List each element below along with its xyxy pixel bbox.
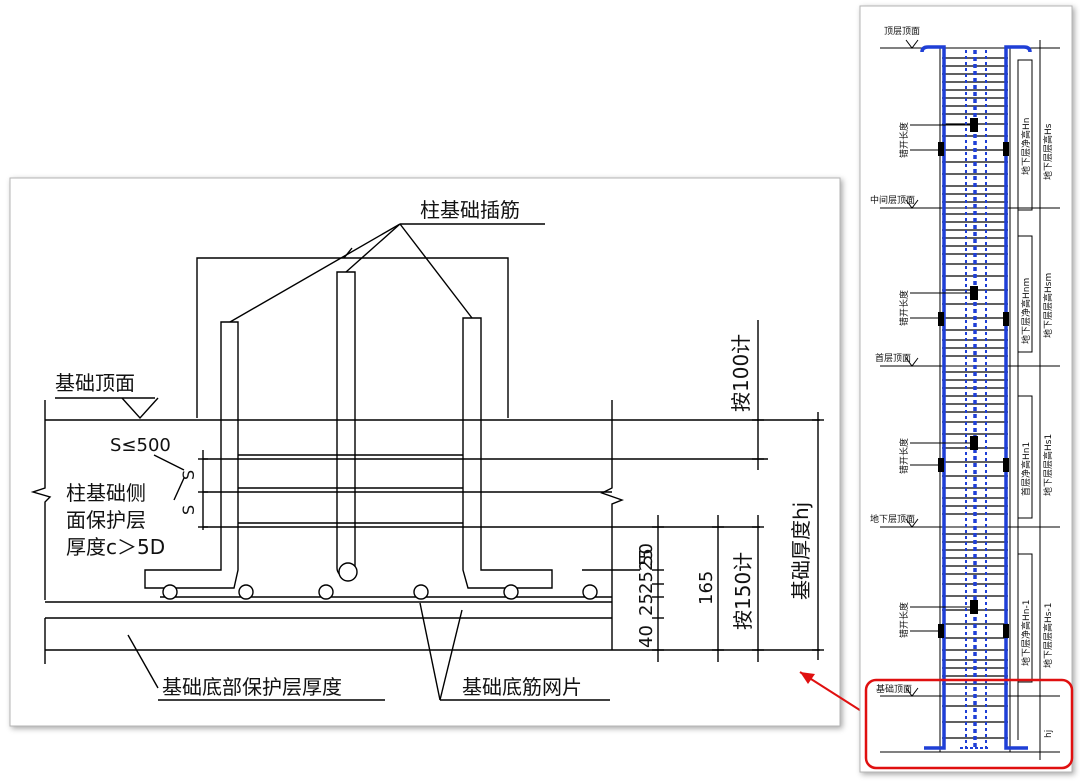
story-height-2: 地下层层高Hsm: [1042, 273, 1054, 338]
detail-frame: [9, 177, 841, 727]
by150-label: 按150计: [731, 552, 755, 630]
spacing-s1: S: [179, 470, 198, 480]
rebar-title: 柱基础插筋: [420, 198, 520, 222]
story-height-1: 地下层层高Hs: [1042, 123, 1054, 180]
base-top-label: 基础顶面: [55, 371, 135, 395]
by100-label: 按100计: [729, 334, 753, 412]
level-foundation: 基础顶面: [876, 683, 912, 695]
foundation-detail-panel: 柱基础插筋 基础顶面 S≤500 S S 柱基础侧 面保护层 厚度c＞5D 按1…: [9, 177, 841, 727]
level-middle: 中间层顶面: [870, 194, 915, 206]
bottom-mesh-label: 基础底筋网片: [462, 675, 582, 699]
hj-label: hj: [1044, 730, 1054, 738]
clear-height-1: 地下层净高Hn: [1020, 118, 1032, 175]
spacing-s2: S: [179, 505, 198, 515]
cover-side-line1: 柱基础侧: [66, 481, 146, 505]
dim-2525: 2525: [636, 548, 657, 594]
column-elevation-panel: 顶层顶面 中间层顶面 首层顶面 地下层顶面 基础顶面 错开长度 错开长度 错开长…: [859, 5, 1074, 773]
level-roof: 顶层顶面: [884, 26, 920, 37]
highlight-box: [864, 678, 1074, 770]
bottom-cover-label: 基础底部保护层厚度: [162, 675, 342, 699]
dim-25: 25: [636, 593, 657, 616]
clear-height-4: 地下层净高Hn-1: [1020, 600, 1032, 666]
splice-label-4: 错开长度: [898, 602, 910, 638]
cover-side-line2: 面保护层: [66, 508, 146, 532]
cover-side-line3: 厚度c＞5D: [66, 535, 165, 559]
dim-50: 50: [636, 543, 657, 566]
splice-label-2: 错开长度: [898, 290, 910, 326]
clear-height-2: 地下层净高Hnm: [1020, 278, 1032, 344]
clear-height-3: 首层净高Hn1: [1020, 442, 1032, 496]
story-height-3: 地下层层高Hs1: [1042, 434, 1054, 496]
callout-arrow-icon: [800, 672, 815, 684]
longitudinal-bars: [920, 45, 1032, 750]
detail-linework: [30, 223, 824, 701]
thickness-label: 基础厚度hj: [789, 502, 813, 600]
splice-label-3: 错开长度: [898, 438, 910, 474]
story-height-4: 地下层层高Hs-1: [1042, 603, 1054, 668]
mesh-bars: [162, 562, 598, 600]
level-basement: 地下层顶面: [870, 513, 915, 525]
dim-165: 165: [696, 571, 717, 605]
splice-markers: [938, 118, 1009, 638]
dim-40: 40: [636, 625, 657, 648]
splice-label-1: 错开长度: [898, 122, 910, 158]
level-first: 首层顶面: [875, 352, 911, 364]
spacing-label: S≤500: [110, 435, 171, 456]
